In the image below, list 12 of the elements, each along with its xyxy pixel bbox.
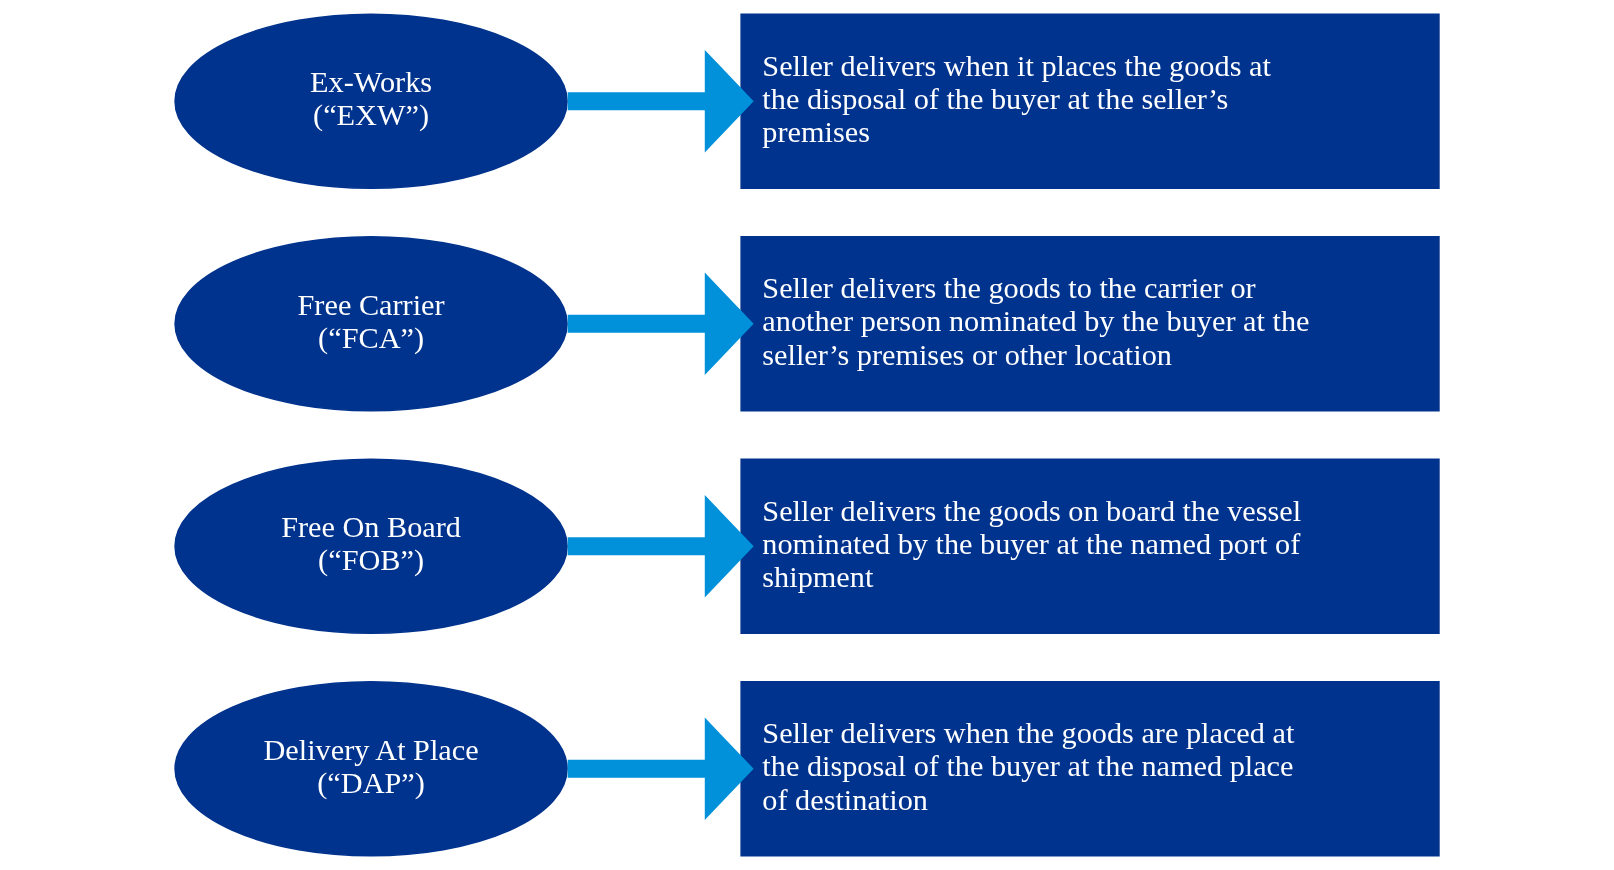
arrow bbox=[567, 717, 754, 821]
arrow bbox=[567, 272, 754, 376]
arrow bbox=[567, 49, 754, 153]
node-box: Seller delivers when it places the goods at the disposal of the buyer at the seller’s premises bbox=[740, 13, 1440, 190]
arrow bbox=[567, 494, 754, 598]
node-ellipse: Delivery At Place (“DAP”) bbox=[174, 680, 568, 857]
node-ellipse: Ex-Works (“EXW”) bbox=[174, 13, 568, 190]
node-ellipse: Free On Board (“FOB”) bbox=[174, 458, 568, 635]
node-ellipse: Free Carrier (“FCA”) bbox=[174, 235, 568, 412]
node-box: Seller delivers the goods on board the vessel nominated by the buyer at the named port of shipment bbox=[740, 458, 1440, 635]
node-box: Seller delivers when the goods are placed at the disposal of the buyer at the named place of destination bbox=[740, 680, 1440, 857]
node-box: Seller delivers the goods to the carrier or another person nominated by the buyer at the seller’s premises or other location bbox=[740, 235, 1440, 412]
